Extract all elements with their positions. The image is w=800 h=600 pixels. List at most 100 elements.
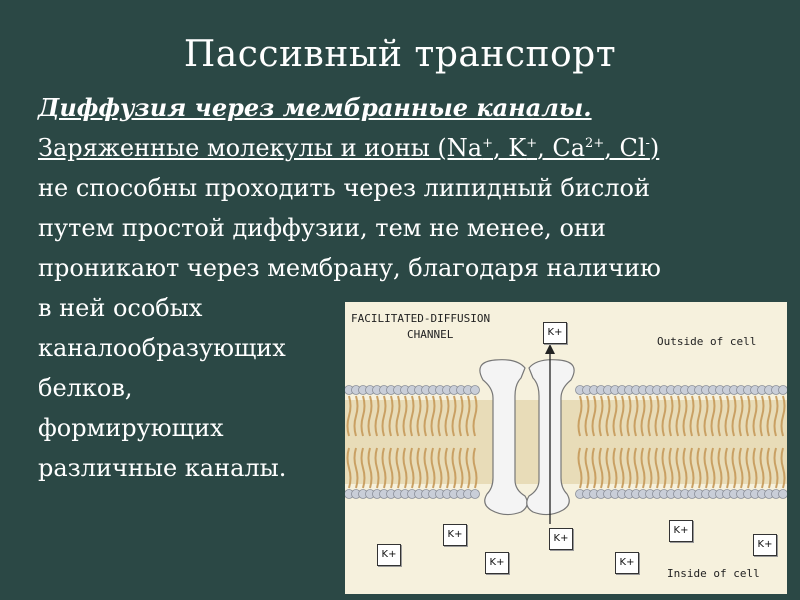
figure-title-line-1: FACILITATED-DIFFUSION — [351, 312, 491, 325]
lipid-tail — [689, 447, 695, 489]
lipid-tail — [451, 447, 457, 489]
lipid-tail — [661, 447, 667, 489]
lipid-tail — [472, 447, 478, 489]
k-ion-inside-5: K+ — [615, 552, 639, 574]
lipid-tail — [647, 395, 653, 437]
lipid-tail — [612, 447, 618, 489]
lipid-tail — [598, 447, 604, 489]
lipid-tail — [591, 395, 597, 437]
lipid-tail — [605, 395, 611, 437]
lipid-tail — [703, 447, 709, 489]
lipid-tail — [696, 395, 702, 437]
lipid-tail — [717, 447, 723, 489]
k-ion-outside: K+ — [543, 322, 567, 344]
lipid-head — [778, 489, 787, 499]
lipid-tail — [584, 447, 590, 489]
lipid-head — [470, 385, 480, 395]
lipid-tail — [465, 395, 471, 437]
lipid-tail — [703, 395, 709, 437]
text-line-4: проникают через мембрану, благодаря нали… — [38, 254, 661, 282]
lipid-tail — [353, 447, 359, 489]
lipid-tail — [402, 395, 408, 437]
lipid-tail — [689, 395, 695, 437]
lipid-tail — [710, 395, 716, 437]
lipid-tail — [780, 395, 786, 437]
lipid-tail — [759, 395, 765, 437]
lipid-tail — [640, 395, 646, 437]
lipid-tail — [388, 447, 394, 489]
lipid-tail — [584, 395, 590, 437]
slide-subtitle: Диффузия через мембранные каналы. — [38, 93, 592, 122]
lipid-tail — [395, 447, 401, 489]
lipid-tail — [381, 447, 387, 489]
lipid-tail — [346, 447, 352, 489]
k-ion-inside-1: K+ — [443, 524, 467, 546]
outside-of-cell-label: Outside of cell — [657, 335, 757, 348]
membrane-diagram — [345, 344, 787, 524]
lipid-tail — [612, 395, 618, 437]
lipid-tail — [577, 447, 583, 489]
lipid-tail — [619, 447, 625, 489]
text-line-3: путем простой диффузии, тем не менее, он… — [38, 214, 606, 242]
lipid-tail — [409, 447, 415, 489]
text-line-5: в ней особых — [38, 294, 203, 322]
lipid-tail — [591, 447, 597, 489]
lipid-tail — [752, 395, 758, 437]
lipid-tail — [731, 395, 737, 437]
lipid-tail — [409, 395, 415, 437]
lipid-tail — [640, 447, 646, 489]
lipid-tail — [633, 447, 639, 489]
ion-flow-arrowhead — [545, 344, 555, 354]
lipid-tail — [430, 447, 436, 489]
lipid-tail — [444, 395, 450, 437]
lipid-tail — [738, 395, 744, 437]
lipid-tail — [724, 395, 730, 437]
lipid-tail — [367, 447, 373, 489]
lipid-tail — [773, 395, 779, 437]
inside-of-cell-label: Inside of cell — [667, 567, 760, 580]
slide-title: Пассивный транспорт — [183, 34, 617, 75]
lipid-tail — [717, 395, 723, 437]
lipid-tail — [682, 447, 688, 489]
lipid-tail — [773, 447, 779, 489]
lipid-tail — [598, 395, 604, 437]
lipid-tail — [360, 447, 366, 489]
lipid-tail — [780, 447, 786, 489]
lipid-tail — [661, 395, 667, 437]
lipid-tail — [675, 395, 681, 437]
lipid-tail — [654, 395, 660, 437]
lipid-tail — [465, 447, 471, 489]
lipid-tail — [395, 395, 401, 437]
lipid-tail — [752, 447, 758, 489]
lipid-tail — [451, 395, 457, 437]
lipid-tail — [577, 395, 583, 437]
lipid-tail — [353, 395, 359, 437]
lipid-tail — [381, 395, 387, 437]
lipid-tail — [444, 447, 450, 489]
lipid-tail — [430, 395, 436, 437]
lipid-tail — [437, 447, 443, 489]
lipid-tail — [731, 447, 737, 489]
text-line-6: каналообразующих — [38, 334, 286, 362]
lipid-tail — [724, 447, 730, 489]
lipid-tail — [647, 447, 653, 489]
lipid-tail — [619, 395, 625, 437]
text-line-2: не способны проходить через липидный бис… — [38, 174, 650, 202]
k-ion-inside-2: K+ — [377, 544, 401, 566]
figure-title-line-2: CHANNEL — [407, 328, 454, 341]
lipid-tail — [367, 395, 373, 437]
lipid-tail — [766, 395, 772, 437]
lipid-tail — [374, 395, 380, 437]
lipid-tail — [745, 395, 751, 437]
lipid-tail — [402, 447, 408, 489]
lipid-tail — [437, 395, 443, 437]
lipid-tail — [759, 447, 765, 489]
lipid-tail — [668, 447, 674, 489]
lipid-tail — [745, 447, 751, 489]
lipid-tail — [605, 447, 611, 489]
lipid-tail — [472, 395, 478, 437]
lipid-tail — [668, 395, 674, 437]
lipid-tail — [360, 395, 366, 437]
lipid-tail — [710, 447, 716, 489]
lipid-tail — [388, 395, 394, 437]
